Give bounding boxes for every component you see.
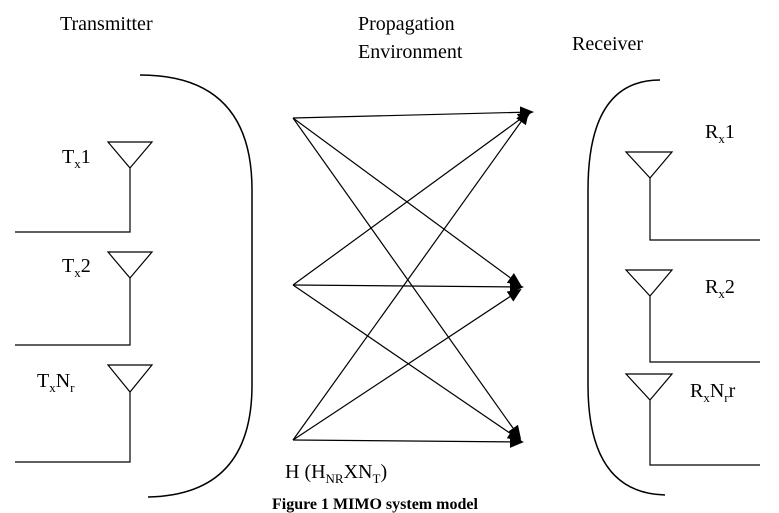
propagation-heading-line1: Propagation (358, 13, 455, 35)
transmitter-bracket (139, 74, 253, 498)
tx-antenna-2 (15, 251, 154, 346)
rx-antenna-2 (624, 269, 760, 363)
rx-label-2: Rx2 (705, 276, 735, 301)
tx-antenna-3 (15, 364, 154, 463)
channel-matrix-label: H (HNRXNT) (285, 461, 387, 486)
rx-antenna-1 (624, 151, 760, 241)
rx-label-3: RxNrr (690, 380, 736, 405)
rx-label-1: Rx1 (705, 121, 735, 146)
tx-label-2: Tx2 (62, 255, 91, 280)
transmitter-heading: Transmitter (60, 13, 153, 35)
tx-label-3: TxNr (37, 370, 75, 395)
path-t2-r3 (292, 284, 522, 442)
receiver-heading: Receiver (572, 33, 643, 55)
tx-antenna-1 (15, 141, 154, 233)
figure-caption: Figure 1 MIMO system model (272, 496, 478, 513)
path-t2-r1 (292, 110, 532, 286)
path-t3-r2 (292, 288, 522, 441)
path-t3-r1 (292, 110, 530, 441)
rx-antenna-3 (624, 373, 760, 466)
path-t3-r3 (292, 435, 524, 448)
channel-paths (292, 106, 534, 448)
path-t2-r2 (292, 280, 524, 293)
propagation-heading-line2: Environment (358, 41, 463, 63)
tx-label-1: Tx1 (62, 146, 91, 171)
path-t1-r3 (292, 117, 522, 440)
receiver-bracket (587, 79, 666, 496)
path-t1-r1 (292, 106, 534, 119)
